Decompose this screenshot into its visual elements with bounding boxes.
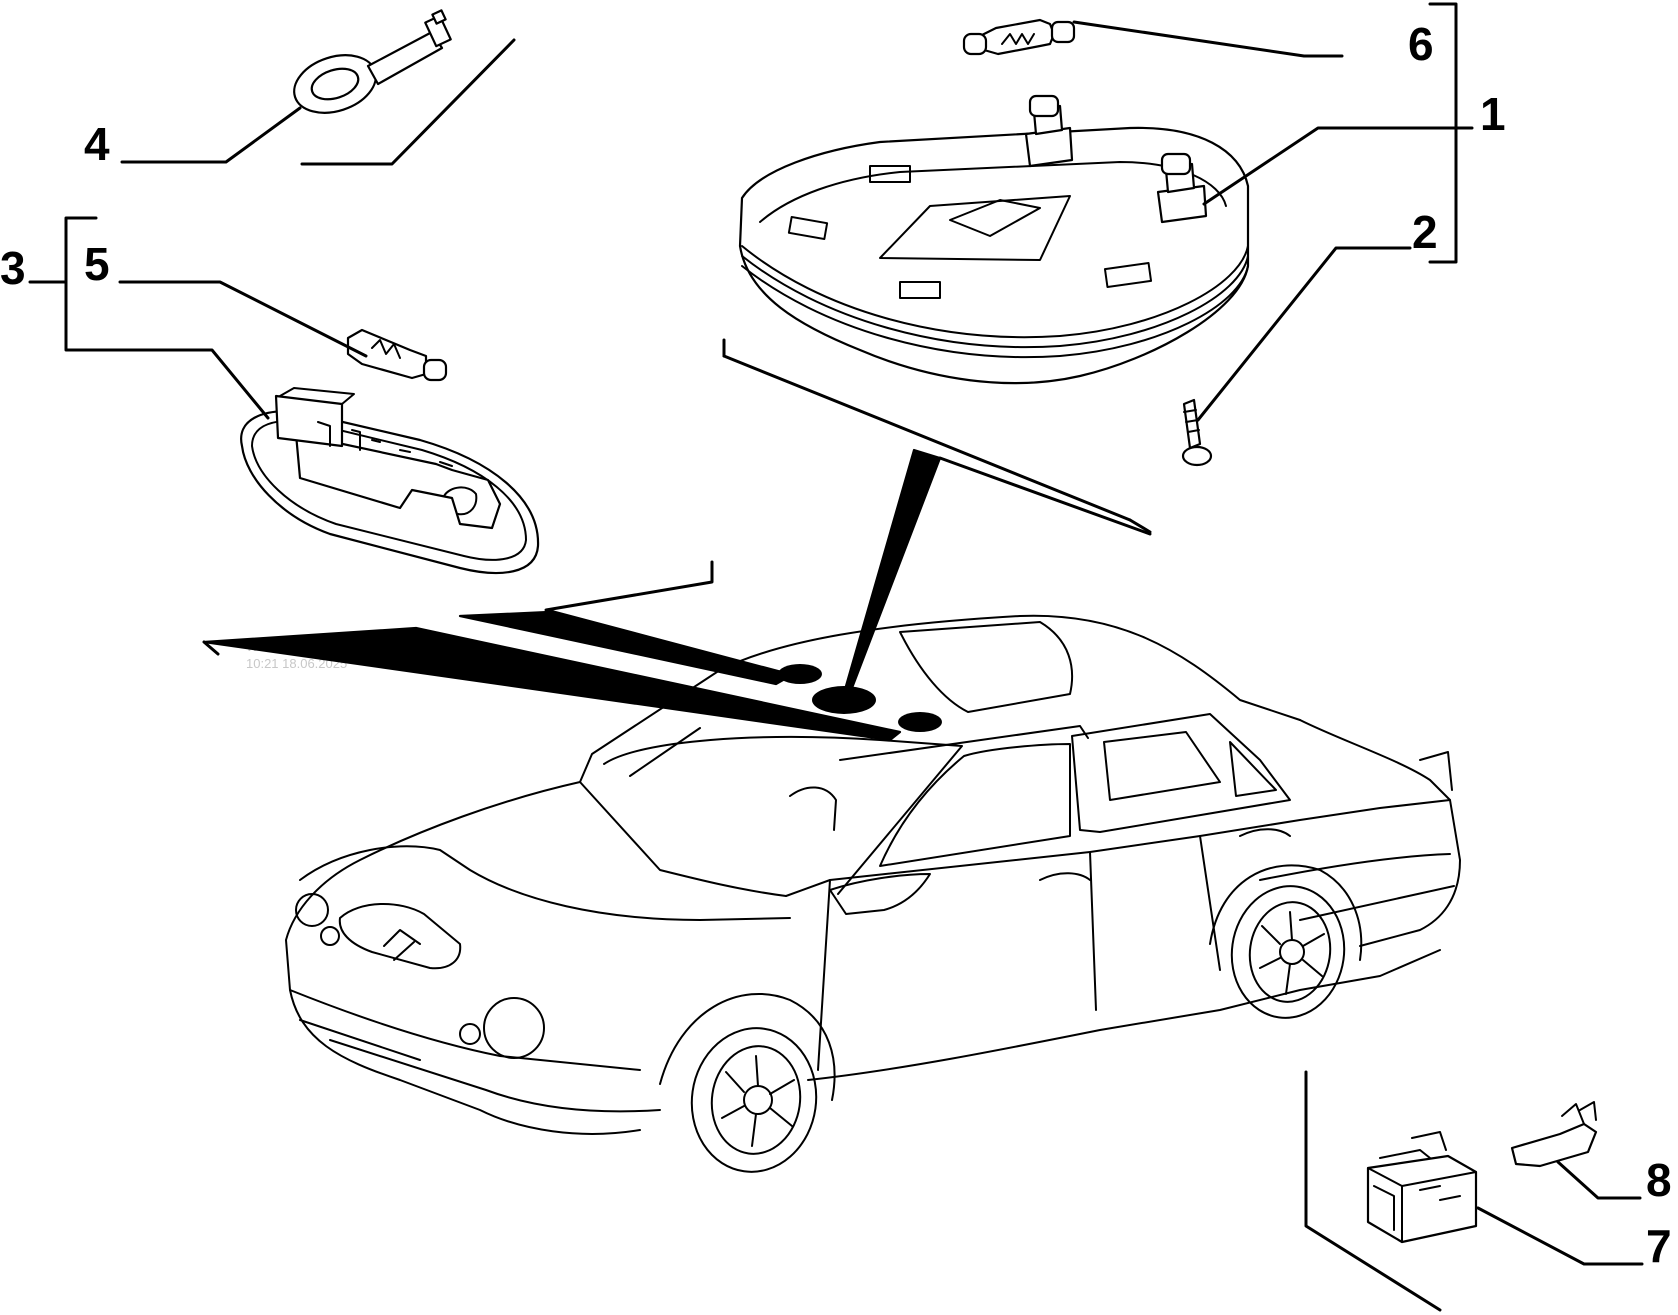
bulb-rear-part xyxy=(346,328,448,382)
callout-3: 3 xyxy=(0,242,26,294)
leader-line-5 xyxy=(118,280,368,358)
terminal-part xyxy=(1510,1101,1598,1168)
pointer-line-front-b xyxy=(722,354,1132,522)
connector-part xyxy=(1366,1131,1478,1244)
pointer-line-front-c xyxy=(1128,518,1152,534)
callout-4: 4 xyxy=(84,118,110,170)
leader-line-1 xyxy=(1202,126,1474,206)
roof-spot-front xyxy=(812,686,876,714)
pointer-line-front-d xyxy=(938,456,1152,536)
callout-8: 8 xyxy=(1646,1154,1672,1206)
front-dome-light-part xyxy=(738,94,1250,385)
bracket-parts-7-8 xyxy=(1304,1070,1442,1312)
bulb-front-part xyxy=(962,18,1076,56)
pointer-line-rear-far xyxy=(202,640,220,656)
pointer-line-rear-top xyxy=(544,560,782,674)
callout-1: 1 xyxy=(1480,88,1506,140)
bracket-part-4 xyxy=(300,38,516,166)
leader-line-7 xyxy=(1476,1206,1644,1266)
bracket-parts-6-1-2 xyxy=(1428,2,1458,264)
leader-line-4 xyxy=(120,106,302,164)
screw-part xyxy=(1181,398,1213,467)
leader-line-8 xyxy=(1556,1160,1642,1200)
leader-line-6 xyxy=(1072,20,1344,58)
callout-6: 6 xyxy=(1408,18,1434,70)
leader-line-2 xyxy=(1196,246,1412,422)
callout-2: 2 xyxy=(1412,206,1438,258)
key-part xyxy=(293,9,452,114)
car-illustration xyxy=(285,614,1461,1173)
callout-7: 7 xyxy=(1646,1220,1672,1272)
callout-5: 5 xyxy=(84,238,110,290)
roof-spot-rear-left xyxy=(778,664,822,684)
bracket-parts-3-5 xyxy=(64,216,270,420)
roof-spot-rear-right xyxy=(898,712,942,732)
rear-reading-lamp-part xyxy=(240,387,540,574)
pointer-wedge-front xyxy=(844,448,942,690)
